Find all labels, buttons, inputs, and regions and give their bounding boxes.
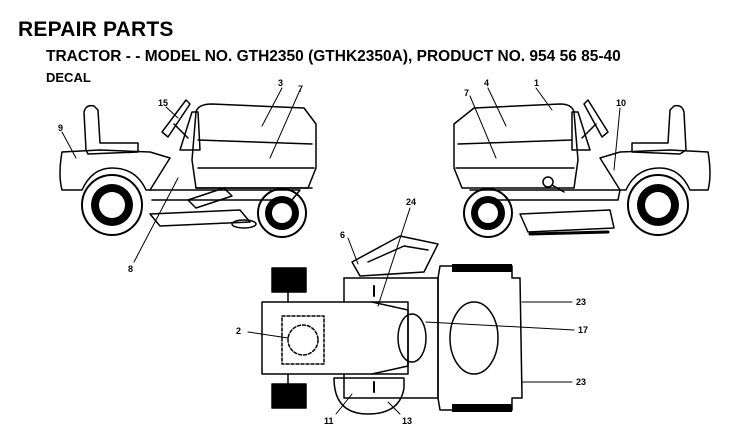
- callout-1: 1: [534, 78, 539, 88]
- callout-9: 9: [58, 123, 63, 133]
- hood-left: [191, 103, 317, 189]
- leader-8: [133, 177, 179, 263]
- page-subtitle: TRACTOR - - MODEL NO. GTH2350 (GTHK2350A…: [46, 48, 621, 65]
- seat-right: [631, 104, 687, 155]
- seat-left: [83, 104, 139, 155]
- body-top: [343, 277, 439, 399]
- leader-6: [347, 237, 359, 265]
- lever-knob-right: [542, 176, 554, 188]
- callout-13: 13: [402, 416, 412, 426]
- hitch-top: [333, 377, 405, 415]
- leader-7-left: [269, 89, 301, 159]
- deck-right: [519, 209, 615, 233]
- leader-1: [535, 87, 553, 111]
- rear-wheel-left: [81, 174, 143, 236]
- callout-23-lower: 23: [576, 377, 586, 387]
- hood-top: [261, 301, 409, 375]
- page-title: REPAIR PARTS: [18, 18, 174, 41]
- deck-left: [149, 209, 251, 227]
- tractor-top-view: 24 6 2 17 23 23 11 13: [236, 197, 588, 426]
- leader-15: [165, 106, 179, 119]
- frame-right: [469, 189, 621, 201]
- callout-7-left: 7: [298, 84, 303, 94]
- front-wheel-top-lower: [271, 383, 307, 409]
- leader-7-right: [469, 95, 497, 159]
- tractor-right-view: 4 1 7 10: [453, 78, 711, 238]
- leader-17: [425, 321, 575, 331]
- pedal-left: [187, 187, 233, 209]
- callout-2: 2: [236, 326, 241, 336]
- tractor-left-view: 15 3 7 9 8: [58, 78, 317, 274]
- dash-right: [571, 111, 591, 151]
- front-wheel-left: [257, 188, 307, 238]
- leader-10: [613, 107, 621, 171]
- steering-wheel-left: [161, 99, 191, 138]
- callout-23-upper: 23: [576, 297, 586, 307]
- leader-13: [387, 401, 401, 415]
- decal-outline: [281, 315, 325, 365]
- callout-17: 17: [578, 325, 588, 335]
- callout-3: 3: [278, 78, 283, 88]
- rear-fender-left: [59, 149, 171, 191]
- dash-left: [179, 111, 201, 151]
- leader-2: [247, 331, 289, 339]
- leader-4: [487, 87, 507, 127]
- seat-back-top: [397, 313, 427, 363]
- seat-top: [449, 301, 499, 375]
- leader-24: [377, 207, 411, 307]
- steering-wheel-top: [351, 235, 439, 277]
- callout-8: 8: [128, 264, 133, 274]
- callout-11: 11: [324, 416, 334, 426]
- hood-right: [453, 103, 579, 189]
- section-heading: DECAL: [46, 70, 91, 85]
- rear-fender-right: [599, 149, 711, 191]
- leader-11: [335, 393, 353, 415]
- callout-10: 10: [616, 98, 626, 108]
- rear-wheel-right: [627, 174, 689, 236]
- callout-15: 15: [158, 98, 168, 108]
- callout-4: 4: [484, 78, 489, 88]
- steering-wheel-right: [583, 99, 609, 138]
- leader-3: [261, 87, 283, 127]
- front-wheel-right: [463, 188, 513, 238]
- callout-6: 6: [340, 230, 345, 240]
- leader-9: [61, 131, 77, 159]
- front-wheel-top-upper: [271, 267, 307, 293]
- callout-7-right: 7: [464, 88, 469, 98]
- callout-24: 24: [406, 197, 416, 207]
